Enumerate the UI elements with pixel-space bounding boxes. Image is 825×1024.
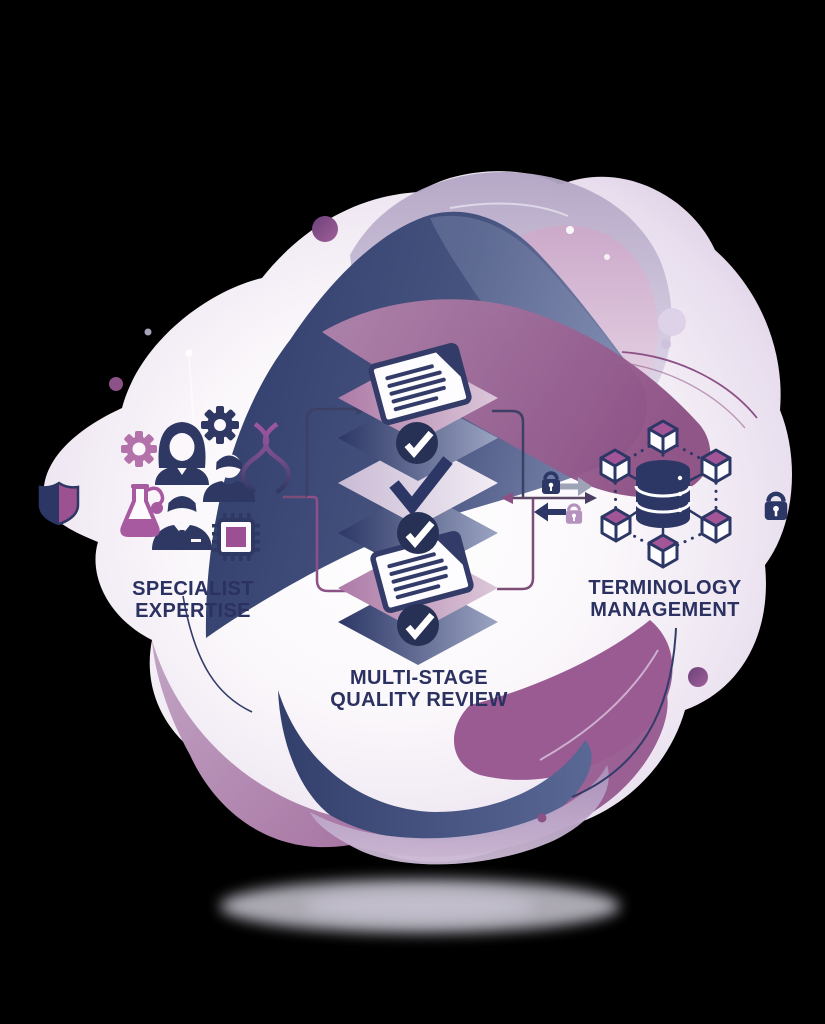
- specialist-icons: [38, 406, 292, 561]
- checkmark-circle-icon: [397, 604, 439, 646]
- gear-icon: [121, 431, 157, 467]
- cube-icon: [700, 448, 732, 484]
- decor-arc-right-bottom: [571, 627, 677, 798]
- terminology-management-label: TERMINOLOGY MANAGEMENT: [588, 577, 741, 621]
- male-user-icon: [203, 454, 255, 502]
- decor-dot: [109, 377, 123, 391]
- stack-layer: [338, 440, 498, 526]
- chip-icon: [212, 513, 260, 561]
- quality-review-label: MULTI-STAGE QUALITY REVIEW: [330, 667, 507, 711]
- flow-arrow-icon: [501, 492, 513, 504]
- terminology-cluster: [599, 419, 732, 569]
- decor-sparkle: [604, 254, 610, 260]
- document-icon: [370, 530, 474, 614]
- bottom-magenta-wave: [453, 620, 673, 780]
- lock-icon: [565, 503, 583, 524]
- decor-comet-line: [188, 355, 195, 429]
- cube-icon: [647, 419, 679, 455]
- secure-transfer: [534, 471, 592, 524]
- database-icon: [634, 460, 692, 528]
- female-user-icon: [155, 422, 209, 485]
- cube-icon: [647, 533, 679, 569]
- bottom-magenta-highlight: [539, 649, 659, 761]
- flow-arrow-icon: [585, 492, 597, 504]
- decor-dot: [144, 328, 152, 336]
- lock-icon: [764, 491, 788, 520]
- specialist-label-line1: SPECIALIST: [132, 578, 254, 600]
- cube-icon: [600, 507, 632, 543]
- decor-dot: [658, 308, 686, 336]
- decor-dot: [312, 216, 338, 242]
- decor-comet-dot: [185, 349, 193, 357]
- quality-stack: [338, 342, 498, 665]
- shield-icon: [38, 481, 80, 526]
- cube-icon: [700, 508, 732, 544]
- terminology-label-line2: MANAGEMENT: [590, 599, 740, 621]
- transfer-arrow-icon: [534, 502, 566, 522]
- transfer-arrow-icon: [560, 477, 592, 496]
- lock-icon: [542, 471, 560, 494]
- gear-icon: [201, 406, 239, 444]
- bottom-navy-wave: [278, 690, 592, 842]
- ground-shadow-core: [305, 892, 535, 920]
- dna-icon: [240, 422, 292, 494]
- top-magenta-wave: [322, 299, 711, 498]
- decor-dot: [688, 667, 708, 687]
- decor-dot: [661, 339, 671, 349]
- checkmark-icon: [389, 456, 453, 516]
- connector-right: [492, 409, 597, 591]
- decor-arc-left: [182, 595, 253, 713]
- checkmark-circle-icon: [396, 422, 438, 464]
- decor-arc-right-top: [621, 351, 758, 419]
- checkmark-circle-icon: [397, 512, 439, 554]
- decor-dot: [537, 813, 547, 823]
- cube-icon: [599, 448, 631, 484]
- businessman-icon: [152, 494, 212, 550]
- decor-arc-right-top-2: [615, 361, 746, 429]
- specialist-expertise-label: SPECIALIST EXPERTISE: [132, 578, 254, 622]
- terminology-label-line1: TERMINOLOGY: [588, 577, 742, 599]
- quality-label-line2: QUALITY REVIEW: [330, 689, 508, 711]
- flask-icon: [120, 484, 165, 537]
- decor-sparkle: [566, 226, 574, 234]
- document-icon: [368, 342, 472, 426]
- specialist-label-line2: EXPERTISE: [135, 600, 251, 622]
- bottom-mauve-wave: [310, 765, 609, 865]
- top-dome-highlight: [449, 202, 569, 217]
- quality-label-line1: MULTI-STAGE: [349, 667, 489, 689]
